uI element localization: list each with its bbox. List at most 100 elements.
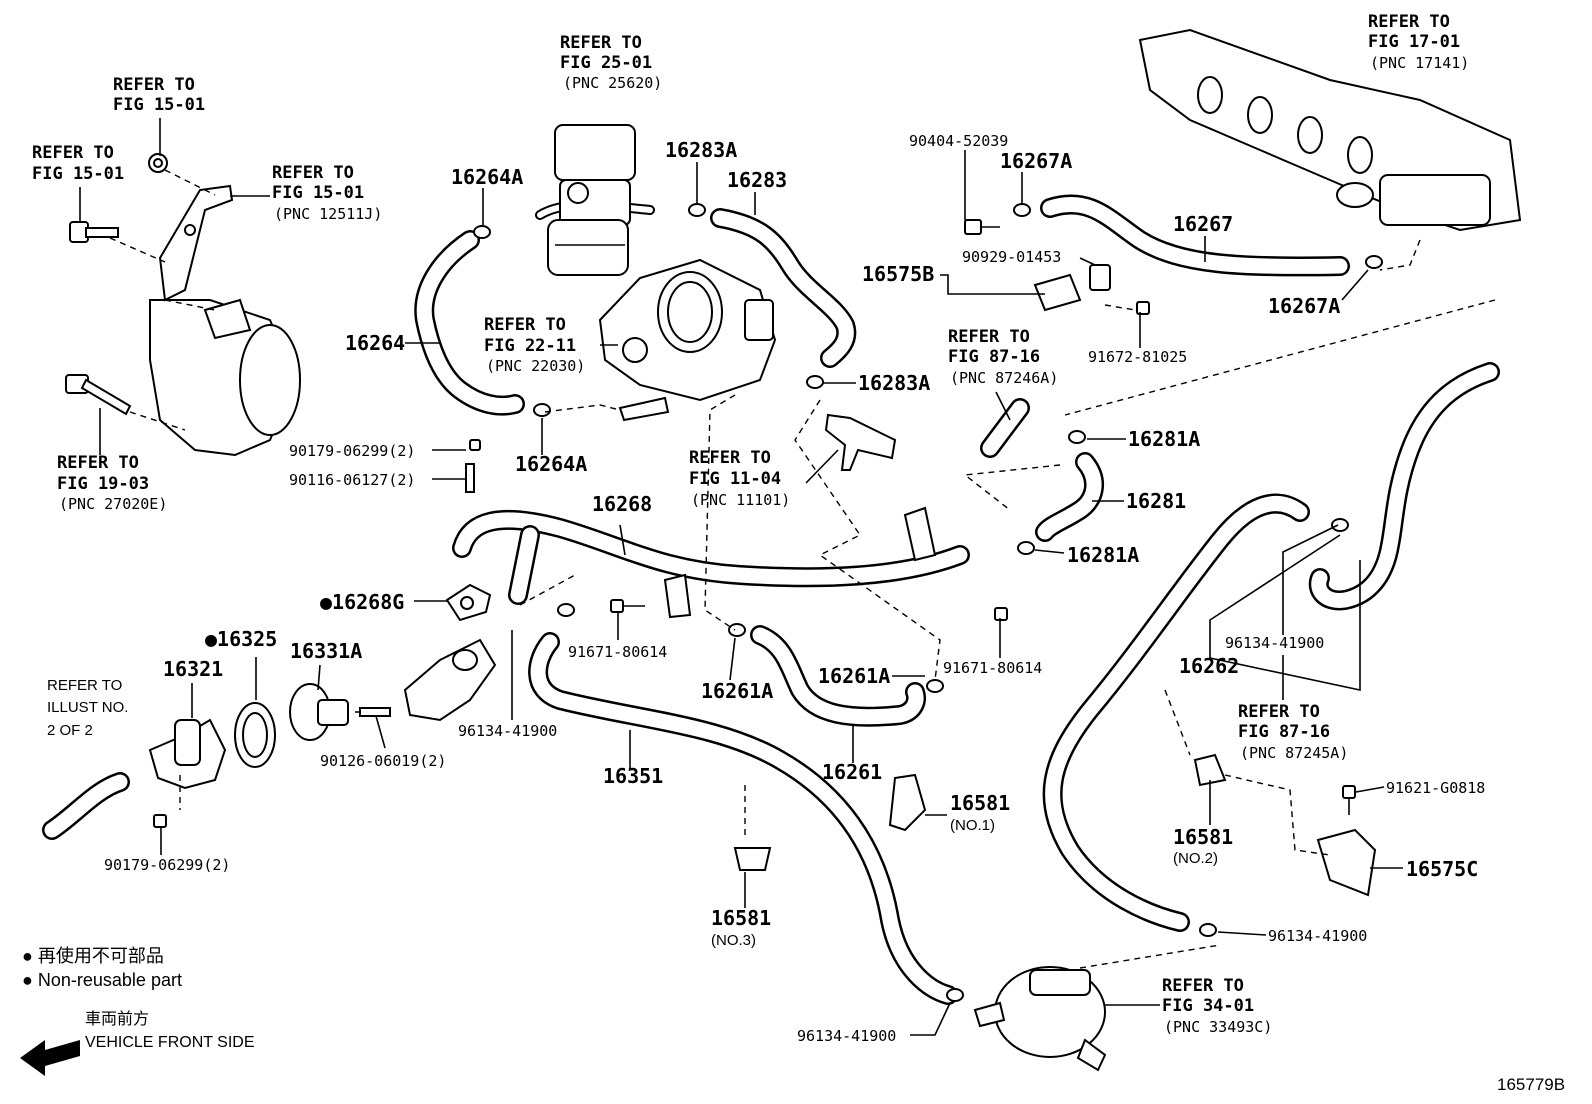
- direction-english: VEHICLE FRONT SIDE: [85, 1034, 255, 1051]
- bracket-16575C: [1316, 828, 1377, 897]
- refer-fig25-line2: FIG 25-01: [560, 53, 652, 73]
- bracket-16575B: [1033, 264, 1111, 312]
- hose-87245A: [1308, 362, 1500, 611]
- bolt-fig15-left: [69, 221, 119, 243]
- label-16267A-right: 16267A: [1268, 294, 1340, 318]
- label-96134-left: 96134-41900: [458, 722, 557, 740]
- legend-japanese: ● 再使用不可部品: [22, 946, 164, 966]
- label-16325: ●16325: [205, 627, 277, 651]
- refer-fig15-right: REFER TO FIG 15-01 (PNC 12511J): [272, 163, 382, 223]
- svg-text:FIG 87-16: FIG 87-16: [1238, 722, 1330, 742]
- exhaust-manifold: [1138, 28, 1522, 232]
- label-16581-no2-sub: (NO.2): [1173, 850, 1218, 867]
- svg-text:REFER TO: REFER TO: [113, 75, 195, 95]
- refer-fig19: REFER TO FIG 19-03 (PNC 27020E): [57, 453, 167, 513]
- hose-87246A-stub: [980, 398, 1030, 458]
- hose-16261: [750, 625, 927, 727]
- svg-text:FIG 87-16: FIG 87-16: [948, 347, 1040, 367]
- refer-fig25-line1: REFER TO: [560, 33, 642, 53]
- svg-text:REFER TO: REFER TO: [689, 448, 771, 468]
- svg-text:REFER TO: REFER TO: [1162, 976, 1244, 996]
- hose-16267: [1040, 194, 1350, 277]
- svg-text:(PNC 12511J): (PNC 12511J): [274, 205, 382, 223]
- svg-text:FIG 11-04: FIG 11-04: [689, 469, 781, 489]
- refer-fig87-246: REFER TO FIG 87-16 (PNC 87246A): [948, 327, 1058, 387]
- refer-fig17: REFER TO FIG 17-01 (PNC 17141): [1368, 12, 1469, 72]
- svg-text:FIG 15-01: FIG 15-01: [32, 164, 124, 184]
- svg-text:(PNC 33493C): (PNC 33493C): [1164, 1018, 1272, 1036]
- svg-text:2 OF 2: 2 OF 2: [47, 722, 93, 739]
- hose-16281: [1035, 452, 1104, 542]
- bracket-12511J: [158, 184, 234, 302]
- hose-16283: [710, 208, 857, 368]
- label-90126: 90126-06019(2): [320, 752, 446, 770]
- label-16575B: 16575B: [862, 262, 934, 286]
- refer-fig34: REFER TO FIG 34-01 (PNC 33493C): [1162, 976, 1272, 1036]
- label-90179-mid: 90179-06299(2): [289, 442, 415, 460]
- svg-text:FIG 22-11: FIG 22-11: [484, 336, 576, 356]
- label-16581-no1: 16581: [950, 791, 1010, 815]
- egr-valve: [547, 124, 636, 276]
- label-16264: 16264: [345, 331, 405, 355]
- label-90404: 90404-52039: [909, 132, 1008, 150]
- label-16281A-top: 16281A: [1128, 427, 1200, 451]
- label-16331A: 16331A: [290, 639, 362, 663]
- dashed-guides: [109, 169, 1496, 969]
- refer-fig11: REFER TO FIG 11-04 (PNC 11101): [689, 448, 790, 509]
- clamps: [473, 203, 1383, 1002]
- refer-fig15-left: REFER TO FIG 15-01: [32, 143, 124, 184]
- label-16581-no2: 16581: [1173, 825, 1233, 849]
- label-90929: 90929-01453: [962, 248, 1061, 266]
- water-pump-fig11: [824, 413, 897, 471]
- hose-16351: [528, 632, 958, 1005]
- svg-text:FIG 34-01: FIG 34-01: [1162, 996, 1254, 1016]
- label-16581-no1-sub: (NO.1): [950, 817, 995, 834]
- vacuum-pump: [149, 298, 301, 457]
- gasket-16268G: [445, 583, 492, 622]
- label-96134-right: 96134-41900: [1225, 634, 1324, 652]
- refer-fig87-245: REFER TO FIG 87-16 (PNC 87245A): [1238, 702, 1348, 762]
- water-outlet-housing: [403, 638, 497, 722]
- label-16261A-left: 16261A: [701, 679, 773, 703]
- label-16281A-bottom: 16281A: [1067, 543, 1139, 567]
- label-91671-right: 91671-80614: [943, 659, 1042, 677]
- label-16581-no3-sub: (NO.3): [711, 932, 756, 949]
- label-16267: 16267: [1173, 212, 1233, 236]
- label-91671-left: 91671-80614: [568, 643, 667, 661]
- label-91672: 91672-81025: [1088, 348, 1187, 366]
- front-arrow-icon: [20, 1040, 80, 1076]
- refer-fig22: REFER TO FIG 22-11 (PNC 22030): [484, 315, 585, 375]
- throttle-body: [598, 258, 777, 422]
- label-16351: 16351: [603, 764, 663, 788]
- svg-text:(PNC 11101): (PNC 11101): [691, 491, 790, 509]
- svg-text:REFER TO: REFER TO: [484, 315, 566, 335]
- label-16264A-top: 16264A: [451, 165, 523, 189]
- label-16261: 16261: [822, 760, 882, 784]
- refer-fig15-top: REFER TO FIG 15-01: [113, 75, 205, 115]
- refer-illust: REFER TO ILLUST NO. 2 OF 2: [47, 677, 128, 739]
- label-96134-lower-right: 96134-41900: [1268, 927, 1367, 945]
- svg-text:(PNC 87246A): (PNC 87246A): [950, 369, 1058, 387]
- svg-text:(PNC 22030): (PNC 22030): [486, 357, 585, 375]
- svg-text:FIG 17-01: FIG 17-01: [1368, 32, 1460, 52]
- label-16268G: ●16268G: [320, 590, 404, 614]
- pipe-16268: [452, 509, 970, 605]
- label-90116: 90116-06127(2): [289, 471, 415, 489]
- svg-text:REFER TO: REFER TO: [1238, 702, 1320, 722]
- label-16268: 16268: [592, 492, 652, 516]
- legend-english: ● Non-reusable part: [22, 970, 182, 990]
- label-16321: 16321: [163, 657, 223, 681]
- label-16281: 16281: [1126, 489, 1186, 513]
- svg-text:REFER TO: REFER TO: [272, 163, 354, 183]
- gasket-16325: [234, 702, 276, 768]
- bolt-fig19: [65, 374, 132, 416]
- label-96134-bottom: 96134-41900: [797, 1027, 896, 1045]
- label-16575C: 16575C: [1406, 857, 1478, 881]
- svg-text:ILLUST NO.: ILLUST NO.: [47, 699, 128, 716]
- leader-lines: [79, 118, 1403, 1036]
- part-numbers: 16264A 16283A 16283 90404-52039 16267A 1…: [104, 132, 1485, 1045]
- oil-cooler-33493C: [973, 966, 1107, 1072]
- label-16262: 16262: [1179, 654, 1239, 678]
